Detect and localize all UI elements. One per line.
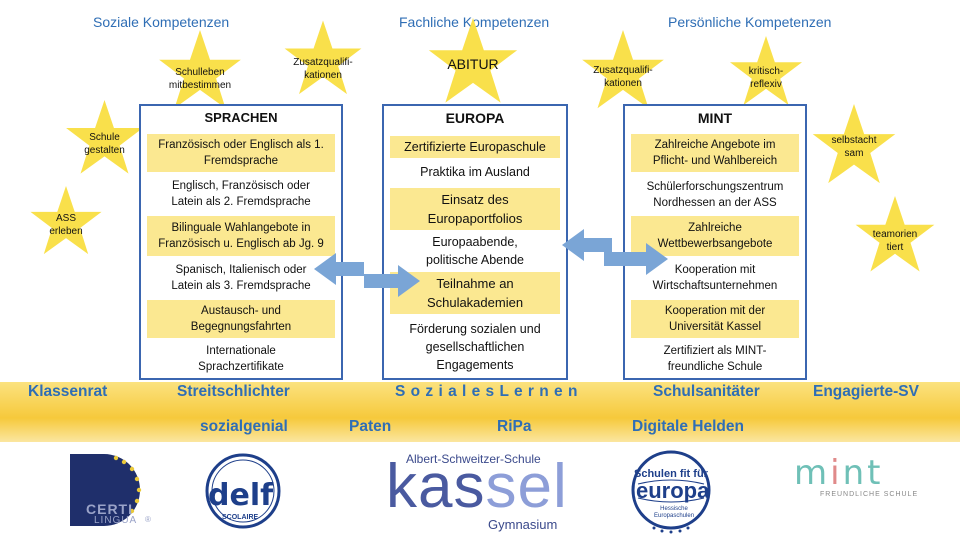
star-icon [30,186,102,255]
star-icon [428,18,518,103]
double-arrow-icon [314,253,420,297]
column-title: SPRACHEN [204,110,278,125]
star-schule-gestalten: Schule gestalten [62,100,147,180]
list-item: Austausch- und Begegnungsfahrten [147,300,335,338]
star-icon [582,30,664,109]
list-item: Förderung sozialen und gesellschaftliche… [409,322,541,372]
band-item: Paten [349,418,392,435]
star-icon [855,196,935,272]
star-icon [159,30,241,109]
star-schulleben: Schulleben mitbestimmen [155,30,245,115]
school-logo: Albert-Schweitzer-Schule kassel Gymnasiu… [386,452,568,532]
column-title: MINT [697,110,733,126]
star-icon [284,20,362,95]
star-zusatz-left: Zusatzqualifi- kationen [283,18,363,103]
band-item: S o z i a l e s L e r n e n [395,383,578,400]
double-arrow-icon [562,229,668,275]
star-icon [812,104,896,184]
band-item: Schulsanitäter [653,383,760,400]
list-item: Praktika im Ausland [420,164,530,179]
star-icon [730,36,802,105]
list-item: Schülerforschungszentrum Nordhessen an d… [646,181,784,209]
band-item: Engagierte-SV [813,383,919,400]
star-icon [66,100,143,174]
list-item: Teilnahme an Schulakademien [390,272,560,314]
list-item: Englisch, Französisch oder Latein als 2.… [171,180,311,208]
list-item: Europaabende, politische Abende [426,235,524,267]
heading-personal: Persönliche Kompetenzen [668,14,832,30]
list-item: Einsatz des Europaportfolios [390,188,560,230]
list-item: Kooperation mit der Universität Kassel [631,300,799,338]
star-selbstachtsam: selbstacht sam [808,104,900,190]
column-title: EUROPA [445,110,505,126]
list-item: Kooperation mit Wirtschaftsunternehmen [652,264,778,292]
list-item: Internationale Sprachzertifikate [198,345,284,373]
certilingua-logo: CERTI LINGUA ® [64,452,164,530]
delf-logo: delf SCOLAIRE [200,450,286,532]
star-kritisch: kritisch- reflexiv [726,36,806,111]
heading-social: Soziale Kompetenzen [93,14,230,30]
star-teamorientiert: teamorien tiert [852,196,938,278]
band-item: Klassenrat [28,383,108,400]
star-ass-erleben: ASS erleben [28,186,104,260]
column-europa: EUROPA Zertifizierte Europaschule Prakti… [382,104,568,380]
list-item: Spanisch, Italienisch oder Latein als 3.… [171,264,311,292]
europaschulen-logo: Schulen fit für europa Hessische Europas… [624,448,718,536]
band-item: sozialgenial [200,418,288,435]
list-item: Französisch oder Englisch als 1. Fremdsp… [147,134,335,172]
school-word-dark: kas [386,452,486,521]
star-zusatz-right: Zusatzqualifi- kationen [578,30,668,115]
social-learning-band [0,382,960,442]
column-mint: MINT Zahlreiche Angebote im Pflicht- und… [623,104,807,380]
star-abitur: ABITUR [420,18,526,110]
band-item: RiPa [497,418,532,435]
list-item: Zahlreiche Angebote im Pflicht- und Wahl… [631,134,799,172]
band-item: Streitschlichter [177,383,290,400]
list-item: Zertifiziert als MINT- freundliche Schul… [663,345,767,373]
school-word-light: sel [485,452,568,521]
mint-logo: mint FREUNDLICHE SCHULE [794,453,919,498]
list-item: Zahlreiche Wettbewerbsangebote [631,216,799,256]
list-item: Bilinguale Wahlangebote in Französisch u… [147,216,335,256]
list-item: Zertifizierte Europaschule [390,136,560,158]
band-item: Digitale Helden [632,418,744,435]
column-sprachen: SPRACHEN Französisch oder Englisch als 1… [139,104,343,380]
